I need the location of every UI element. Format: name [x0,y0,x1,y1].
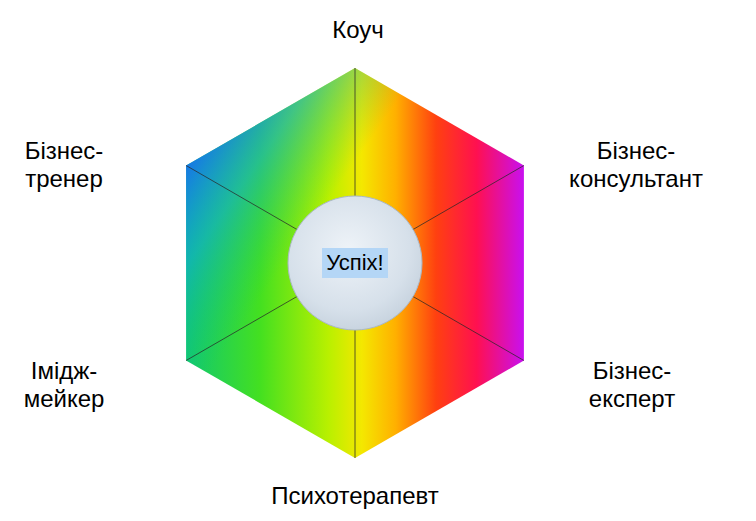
role-label: Бізнес- консультант [569,137,703,194]
circle-shape [288,196,422,330]
segment-lines [186,68,524,458]
role-label: Психотерапевт [271,482,439,510]
role-label: Імідж- мейкер [24,357,105,414]
role-label: Бізнес- тренер [25,137,104,194]
circle-content: Успіх! [287,195,423,331]
hexagon-shade [186,68,524,458]
hexagon [186,68,524,458]
success-text: Успіх! [322,248,387,278]
success-circle: Успіх! [287,195,423,331]
role-label: Бізнес- експерт [589,357,675,414]
role-label: Коуч [332,16,384,44]
